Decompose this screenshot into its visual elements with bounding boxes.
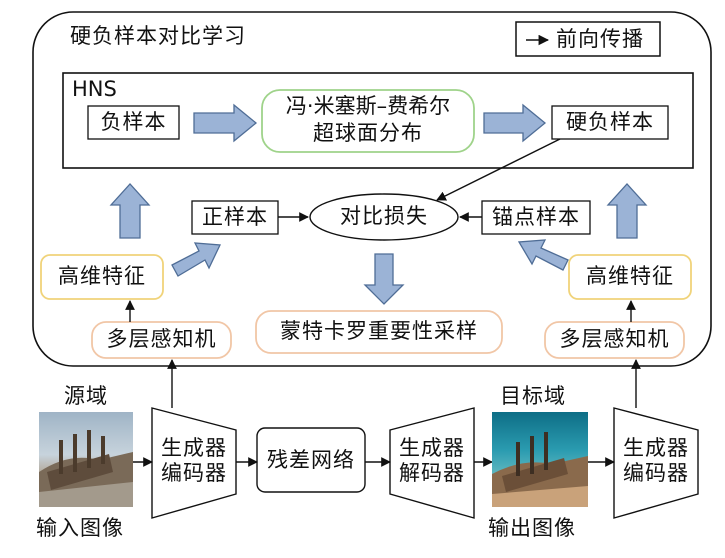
high-dim-features-right-label: 高维特征 [586, 264, 674, 288]
input-image-label: 输入图像 [36, 516, 124, 540]
block-arrow-right-features-to-hns [606, 183, 648, 239]
contrastive-loss-label: 对比损失 [340, 204, 428, 228]
monte-carlo-box [255, 310, 503, 354]
generator-decoder-shape [389, 407, 475, 519]
negative-samples-box [87, 105, 180, 140]
positive-samples-label: 正样本 [202, 205, 268, 229]
output-image-picture [492, 412, 588, 507]
mlp-right-box [544, 321, 685, 359]
input-image-picture [39, 412, 133, 507]
mlp-right-label: 多层感知机 [559, 327, 670, 351]
outer-title: 硬负样本对比学习 [70, 24, 246, 48]
legend-label: 前向传播 [556, 27, 644, 51]
high-dim-features-left-label: 高维特征 [58, 264, 146, 288]
vmf-distribution-box [261, 89, 475, 153]
generator-encoder-right-label-line2: 编码器 [623, 461, 689, 485]
target-domain-label: 目标域 [500, 384, 566, 408]
contrastive-learning-region [32, 11, 712, 367]
generator-decoder-label-line2: 解码器 [399, 461, 465, 485]
source-domain-label: 源域 [64, 384, 108, 408]
mlp-left-box [91, 321, 232, 359]
arrow-hard-negative-to-loss [436, 138, 561, 201]
anchor-samples-label: 锚点样本 [492, 205, 580, 229]
generator-encoder-left-shape [151, 407, 237, 519]
hns-label: HNS [72, 77, 117, 101]
output-image-label: 输出图像 [488, 516, 576, 540]
high-dim-features-right-box [568, 254, 692, 300]
block-arrow-right-features-to-anchor [517, 239, 569, 271]
block-arrow-negative-to-vmf [193, 103, 258, 143]
high-dim-features-left-box [40, 254, 164, 300]
generator-encoder-left-label-line1: 生成器 [161, 436, 227, 460]
generator-encoder-right-label-line1: 生成器 [623, 436, 689, 460]
block-arrow-left-features-to-positive [171, 242, 221, 277]
vmf-label-line2: 超球面分布 [313, 121, 423, 145]
block-arrow-vmf-to-hard-negative [483, 103, 547, 143]
negative-samples-label: 负样本 [100, 110, 167, 134]
block-arrow-loss-to-monte-carlo [363, 253, 405, 305]
vmf-label-line1: 冯·米塞斯–费希尔 [285, 94, 451, 118]
block-arrow-left-features-to-hns [109, 183, 151, 239]
hard-negative-samples-box [551, 105, 669, 140]
contrastive-loss-node [309, 193, 459, 241]
generator-decoder-label-line1: 生成器 [399, 436, 465, 460]
residual-network-label: 残差网络 [267, 448, 355, 472]
monte-carlo-label: 蒙特卡罗重要性采样 [280, 319, 478, 343]
positive-samples-box [191, 200, 279, 235]
hns-box [62, 72, 694, 169]
hard-negative-samples-label: 硬负样本 [566, 110, 654, 134]
generator-encoder-right-shape [613, 407, 699, 519]
generator-encoder-left-label-line2: 编码器 [161, 461, 227, 485]
mlp-left-label: 多层感知机 [106, 327, 217, 351]
anchor-samples-box [481, 200, 591, 235]
